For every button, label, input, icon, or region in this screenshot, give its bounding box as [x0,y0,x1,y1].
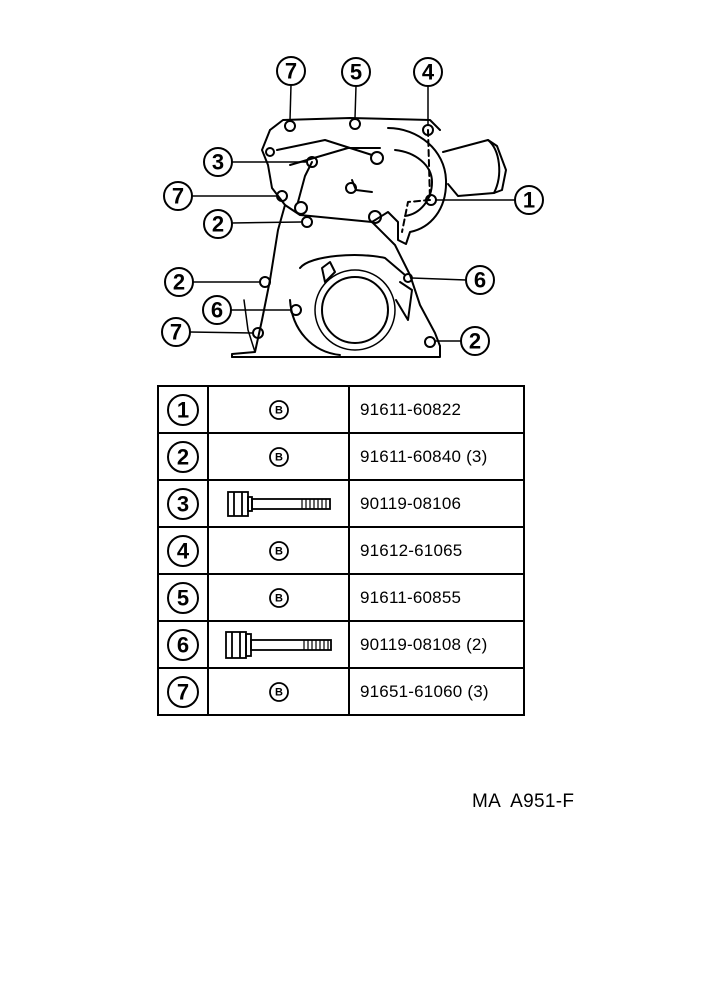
item-number-cell: 4 [157,526,209,575]
part-number-cell: 91611-60840 (3) [348,432,525,481]
callout-number: 2 [212,212,224,237]
item-number-cell: 1 [157,385,209,434]
table-row: 6 [157,620,525,669]
part-number-cell: 91611-60855 [348,573,525,622]
part-number-cell: 91651-61060 (3) [348,667,525,716]
item-number-badge: 3 [167,487,199,520]
bolt-b-icon: B [268,540,289,561]
flange-bolt-icon [226,490,331,517]
bolt-b-icon: B [268,587,289,608]
leader-lines [189,84,515,342]
callout-number: 6 [211,298,223,323]
flange-bolt-icon [224,630,332,659]
item-number: 1 [177,397,189,422]
part-number-cell: 91611-60822 [348,385,525,434]
item-number: 2 [177,444,189,469]
type-cell: B [207,526,350,575]
type-letter: B [275,545,283,557]
type-cell: B [207,385,350,434]
callout-number: 7 [170,320,182,345]
callout-4-top: 4 [413,57,443,87]
callout-number: 7 [172,184,184,209]
illustration-code: MA A951-F [472,791,575,812]
table-row: 5 B 91611-60855 [157,573,525,622]
table-row: 2 B 91611-60840 (3) [157,432,525,481]
item-number-badge: 2 [167,440,199,473]
callout-number: 1 [523,188,535,213]
callout-7-left: 7 [163,181,193,211]
type-cell: B [207,667,350,716]
item-number: 3 [177,491,189,516]
item-number-badge: 4 [167,534,199,567]
callout-number: 2 [469,329,481,354]
callout-2-left-middle: 2 [164,267,194,297]
table-row: 7 B 91651-61060 (3) [157,667,525,716]
bolt-b-icon: B [268,399,289,420]
item-number-badge: 5 [167,581,199,614]
callout-number: 6 [474,268,486,293]
type-letter: B [275,686,283,698]
callout-3-left: 3 [203,147,233,177]
callout-6-left: 6 [202,295,232,325]
item-number: 6 [177,632,189,657]
callout-2-left-upper: 2 [203,209,233,239]
type-letter: B [275,404,283,416]
bolt-b-icon: B [268,446,289,467]
type-cell: B [207,573,350,622]
type-letter: B [275,451,283,463]
part-number-cell: 90119-08108 (2) [348,620,525,669]
part-number-cell: 91612-61065 [348,526,525,575]
part-number-cell: 90119-08106 [348,479,525,528]
item-number: 4 [177,538,190,563]
callout-7-bottom-left: 7 [161,317,191,347]
item-number: 5 [177,585,189,610]
type-letter: B [275,592,283,604]
table-row: 1 B 91611-60822 [157,385,525,434]
bolt-holes [252,118,437,348]
callout-number: 7 [285,59,297,84]
callout-number: 5 [350,60,362,85]
timing-cover-outline [231,117,507,358]
callout-5-top: 5 [341,57,371,87]
item-number-badge: 7 [167,675,199,708]
item-number-cell: 3 [157,479,209,528]
type-cell [207,479,350,528]
callout-1-right: 1 [514,185,544,215]
item-number-cell: 7 [157,667,209,716]
callout-number: 3 [212,150,224,175]
item-number-badge: 6 [167,628,199,661]
item-number-cell: 6 [157,620,209,669]
item-number-badge: 1 [167,393,199,426]
type-cell [207,620,350,669]
item-number-cell: 5 [157,573,209,622]
callout-number: 2 [173,270,185,295]
item-number: 7 [177,679,189,704]
callout-7-top: 7 [276,56,306,86]
parts-table: 1 B 91611-60822 2 B [157,385,525,716]
callout-6-right: 6 [465,265,495,295]
bolt-b-icon: B [268,681,289,702]
timing-cover-diagram: 7 5 4 3 1 7 2 2 6 6 7 2 [161,56,544,358]
callout-2-bottom-right: 2 [460,326,490,356]
table-row: 4 B 91612-61065 [157,526,525,575]
callout-number: 4 [422,60,435,85]
table-row: 3 [157,479,525,528]
type-cell: B [207,432,350,481]
item-number-cell: 2 [157,432,209,481]
